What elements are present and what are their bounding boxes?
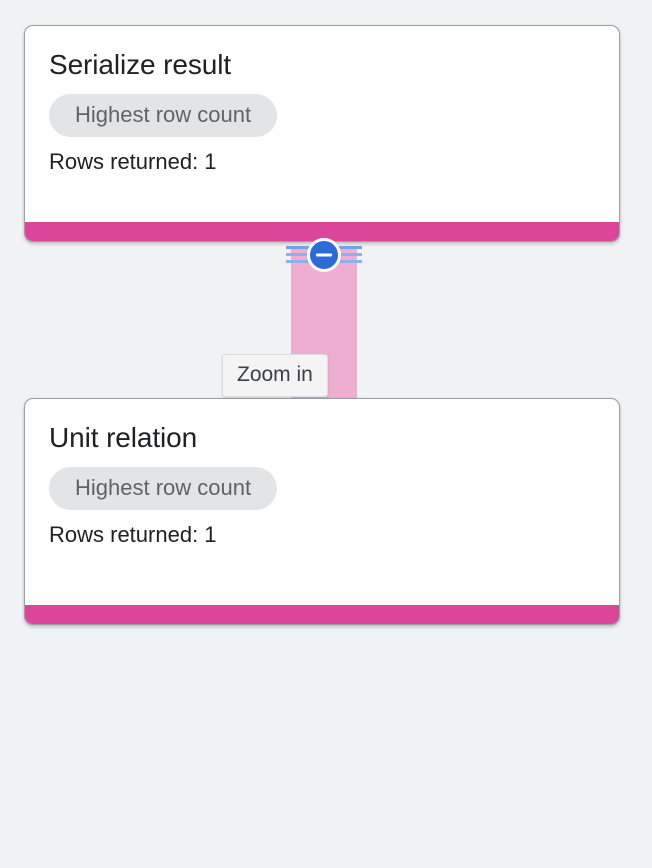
node-card-unit-relation[interactable]: Unit relation Highest row count Rows ret… bbox=[24, 398, 620, 625]
grip-lines-right-icon bbox=[332, 238, 362, 272]
node-body: Serialize result Highest row count Rows … bbox=[25, 26, 619, 176]
grip-lines-left-icon bbox=[286, 238, 316, 272]
node-title: Serialize result bbox=[49, 49, 232, 80]
zoom-control-group[interactable] bbox=[286, 238, 362, 272]
node-body: Unit relation Highest row count Rows ret… bbox=[25, 399, 619, 549]
minus-circle-icon[interactable] bbox=[307, 238, 341, 272]
node-accent-bar bbox=[25, 605, 619, 624]
node-accent-bar bbox=[25, 222, 619, 241]
node-card-serialize-result[interactable]: Serialize result Highest row count Rows … bbox=[24, 25, 620, 242]
node-badge: Highest row count bbox=[49, 467, 278, 510]
node-rows-returned: Rows returned: 1 bbox=[49, 522, 217, 547]
minus-glyph bbox=[316, 253, 332, 257]
zoom-in-tooltip: Zoom in bbox=[222, 354, 328, 397]
node-title: Unit relation bbox=[49, 422, 198, 453]
node-badge: Highest row count bbox=[49, 94, 278, 137]
node-rows-returned: Rows returned: 1 bbox=[49, 149, 217, 174]
